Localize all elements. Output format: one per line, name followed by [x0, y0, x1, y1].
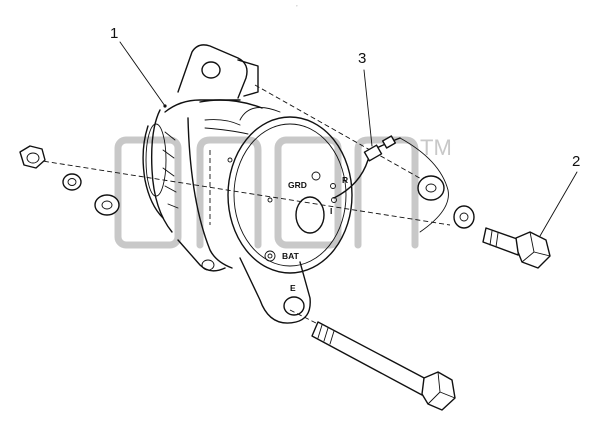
alternator: [142, 44, 353, 324]
grd-terminal: [311, 171, 321, 181]
corner-mark: °: [296, 4, 298, 9]
assembly-lines: [35, 84, 451, 331]
callout-2: 2: [539, 153, 580, 237]
label-e: E: [290, 283, 296, 293]
callout-2-number: 2: [572, 153, 580, 170]
label-r: R: [342, 175, 348, 185]
washer-right-2: [453, 205, 475, 229]
washer-right-1: [417, 175, 445, 201]
flat-washer: [94, 194, 120, 216]
label-bat: BAT: [282, 251, 300, 261]
bat-terminal: [264, 250, 276, 262]
callout-3: 3: [358, 50, 373, 147]
callout-1: 1: [110, 25, 167, 108]
watermark-trademark: TM: [420, 135, 452, 160]
lock-washer: [62, 173, 82, 191]
watermark-logo: TM: [114, 135, 452, 249]
callout-1-number: 1: [110, 25, 118, 42]
bolt-short: [482, 227, 551, 269]
label-i: I: [330, 206, 332, 216]
bolt-long: [311, 321, 456, 411]
wire-connector: [333, 135, 449, 233]
callout-3-number: 3: [358, 50, 366, 67]
nut: [19, 145, 46, 169]
label-grd: GRD: [288, 180, 307, 190]
